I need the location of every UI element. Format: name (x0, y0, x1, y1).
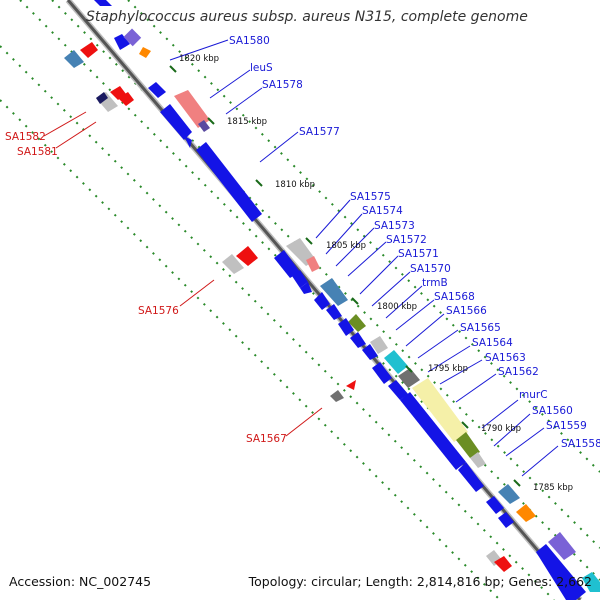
gene-arrow (486, 496, 504, 514)
gene-label[interactable]: SA1568 (434, 291, 475, 303)
gene-arrow (458, 462, 484, 492)
gene-label[interactable]: SA1578 (262, 79, 303, 91)
genome-summary: Topology: circular; Length: 2,814,816 bp… (248, 574, 592, 589)
gene-arrow (80, 42, 98, 58)
gene-arrow (400, 392, 466, 470)
gene-label[interactable]: SA1565 (460, 322, 501, 334)
scale-labels: 1820 kbp 1815 kbp 1810 kbp 1805 kbp 1800… (179, 54, 573, 493)
gene-label[interactable]: leuS (250, 62, 273, 74)
gene-label[interactable]: SA1573 (374, 220, 415, 232)
gene-block (370, 336, 388, 354)
gene-arrow (494, 556, 512, 572)
gene-label[interactable]: SA1564 (472, 337, 513, 349)
gene-block (198, 120, 210, 132)
gene-label[interactable]: SA1574 (362, 205, 403, 217)
gene-arrow (292, 270, 308, 288)
gene-arrow (346, 380, 356, 390)
map-title: Staphylococcus aureus subsp. aureus N315… (86, 9, 528, 25)
scale-label: 1795 kbp (428, 364, 468, 374)
gene-block (498, 484, 520, 504)
scale-ticks (169, 65, 521, 487)
gene-arrow (498, 512, 514, 528)
gene-block (306, 256, 320, 272)
gene-arrow (274, 250, 300, 278)
gene-block (123, 28, 142, 47)
gene-block (348, 314, 366, 332)
gene-arrow (139, 47, 151, 58)
gene-block (548, 532, 576, 560)
gene-arrow (362, 344, 378, 360)
gene-label[interactable]: murC (519, 389, 548, 401)
gene-block (96, 92, 108, 104)
gene-label[interactable]: SA1563 (485, 352, 526, 364)
gene-block (330, 390, 344, 402)
scale-label: 1800 kbp (377, 302, 417, 312)
gene-block (64, 50, 84, 68)
gene-label[interactable]: SA1580 (229, 35, 270, 47)
accession-label: Accession: NC_002745 (9, 574, 152, 589)
gene-block (470, 452, 486, 468)
gene-label[interactable]: SA1576 (138, 305, 179, 317)
scale-label: 1785 kbp (533, 483, 573, 493)
gene-arrow (338, 318, 354, 336)
gene-arrow (350, 332, 366, 348)
gene-arrow (160, 104, 192, 140)
gene-arrow (118, 92, 134, 106)
gene-block (384, 350, 408, 374)
scale-label: 1790 kbp (481, 424, 521, 434)
gene-arrow (94, 0, 112, 6)
scale-label: 1810 kbp (275, 180, 315, 190)
gene-label[interactable]: SA1570 (410, 263, 451, 275)
gene-arrow (326, 304, 342, 320)
gene-label[interactable]: SA1559 (546, 420, 587, 432)
gene-arrow (516, 504, 536, 522)
gene-arrow (196, 142, 262, 222)
gene-label[interactable]: SA1566 (446, 305, 487, 317)
gene-label[interactable]: SA1567 (246, 433, 287, 445)
gene-arrow (236, 246, 258, 266)
gene-arrow (300, 282, 312, 294)
gene-label[interactable]: SA1562 (498, 366, 539, 378)
gene-block (174, 90, 210, 128)
gene-label[interactable]: SA1558 (561, 438, 600, 450)
scale-label: 1820 kbp (179, 54, 219, 64)
gene-label[interactable]: SA1575 (350, 191, 391, 203)
gene-block (222, 254, 244, 274)
gene-arrow (372, 362, 392, 384)
gene-arrow (388, 380, 408, 400)
gene-label[interactable]: SA1582 (5, 131, 46, 143)
gene-block (398, 368, 420, 388)
gene-label[interactable]: trmB (422, 277, 448, 289)
gene-arrow (314, 292, 330, 310)
callout-lines (43, 39, 559, 477)
gene-arrow (184, 136, 192, 148)
gene-arrow (536, 544, 586, 600)
gene-arrow (582, 572, 600, 592)
reverse-gene-labels: SA1582 SA1581 SA1576 SA1567 (5, 131, 287, 445)
gene-label[interactable]: SA1560 (532, 405, 573, 417)
gene-label[interactable]: SA1571 (398, 248, 439, 260)
gene-label[interactable]: SA1577 (299, 126, 340, 138)
gene-arrow (148, 82, 166, 98)
scale-label: 1805 kbp (326, 241, 366, 251)
scale-label: 1815 kbp (227, 117, 267, 127)
gene-label[interactable]: SA1581 (17, 146, 58, 158)
gene-features (64, 0, 600, 600)
gene-block (456, 432, 480, 458)
forward-gene-labels: SA1580 leuS SA1578 SA1577 SA1575 SA1574 … (229, 35, 600, 450)
gene-label[interactable]: SA1572 (386, 234, 427, 246)
gene-block (320, 278, 348, 306)
gene-block (412, 378, 468, 442)
gene-arrow (114, 34, 130, 50)
